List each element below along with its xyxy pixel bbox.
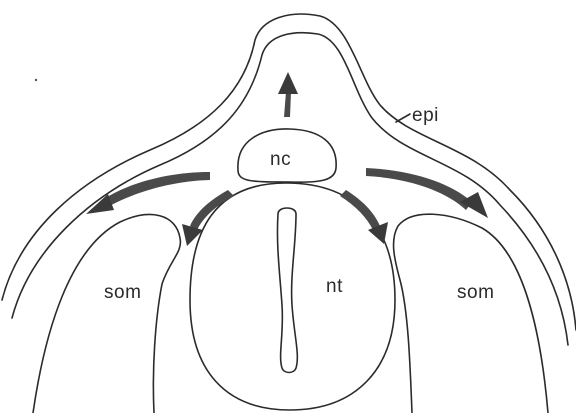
- neural-crest-label: nc: [270, 149, 291, 170]
- neural-tube-label: nt: [326, 276, 343, 297]
- arrow-right-ventral: [340, 190, 388, 244]
- arrow-left-ventral: [182, 190, 234, 246]
- somite-left-outline: [33, 215, 180, 413]
- neural-tube-outline: [190, 183, 395, 410]
- arrow-dorsal-up: [278, 72, 298, 117]
- somite-right-outline: [394, 214, 548, 413]
- arrow-right-dorsolateral: [366, 168, 488, 218]
- somite-right-label: som: [457, 282, 494, 303]
- arrow-left-dorsolateral: [86, 172, 210, 214]
- epidermis-pointer-line: [396, 114, 410, 122]
- epidermis-label: epi: [412, 105, 439, 126]
- somite-left-label: som: [104, 282, 141, 303]
- neural-tube-lumen: [277, 208, 297, 373]
- speck-mark: [35, 79, 37, 81]
